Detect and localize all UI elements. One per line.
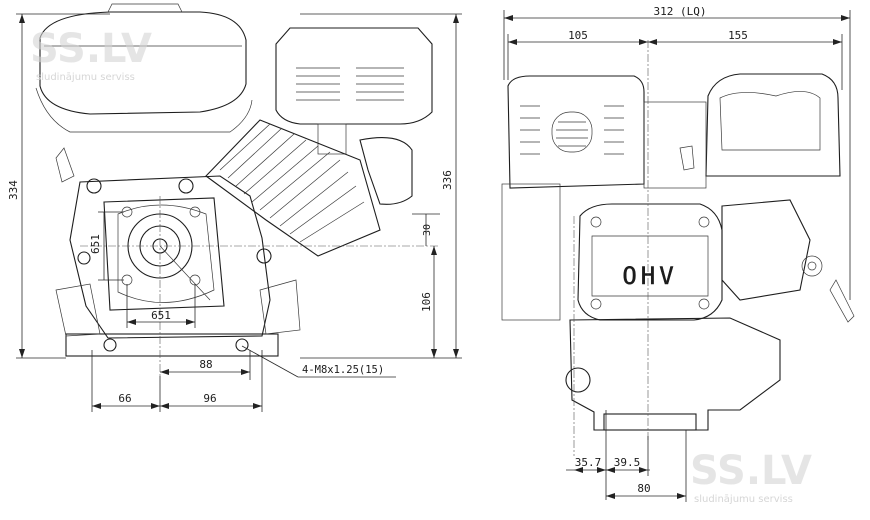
dim-96-label: 96 — [203, 392, 216, 405]
crankcase — [55, 147, 301, 357]
dim-106: 106 — [420, 246, 437, 358]
valve-cover: OHV — [577, 203, 723, 321]
side-view: OHV 312 (LQ) — [501, 5, 855, 502]
carburetor-assembly — [679, 145, 855, 323]
dim-105-label: 105 — [568, 29, 588, 42]
cylinder-fins — [205, 119, 413, 257]
dim-651-vertical-label: 651 — [89, 234, 102, 254]
mount-bolt-note: 4-M8x1.25(15) — [302, 364, 384, 376]
dim-334-label: 334 — [7, 180, 20, 200]
recoil-starter-housing — [501, 75, 645, 321]
watermark-sub-bottom: sludinājumu serviss — [694, 494, 793, 505]
dim-30: 30 — [412, 213, 440, 246]
dim-155-label: 155 — [728, 29, 748, 42]
dim-651-horizontal: 651 — [126, 284, 196, 328]
dim-651-horizontal-label: 651 — [151, 309, 171, 322]
watermark-sub-top: sludinājumu serviss — [36, 72, 135, 83]
dim-106-label: 106 — [420, 292, 433, 312]
mount-bolt-callout: 4-M8x1.25(15) — [241, 345, 396, 378]
dim-312: 312 (LQ) — [503, 5, 851, 300]
side-fuel-tank — [643, 73, 841, 189]
dim-66-label: 66 — [118, 392, 131, 405]
dim-336-label: 336 — [441, 170, 454, 190]
dim-66-96: 66 96 — [91, 350, 263, 412]
dim-105-155: 105 155 — [507, 29, 843, 90]
dim-30-label: 30 — [422, 224, 433, 236]
air-cleaner — [275, 27, 433, 155]
watermark-brand-top: SS.LV — [30, 26, 152, 72]
dim-312-label: 312 (LQ) — [654, 5, 707, 18]
dim-334: 334 — [7, 13, 110, 359]
dim-35-7-label: 35.7 — [575, 456, 602, 469]
dim-80: 80 — [606, 430, 687, 502]
dim-88: 88 — [160, 350, 251, 380]
front-view: 334 336 106 30 651 — [7, 3, 462, 412]
ss-lv-watermark-logo-bottom: SS.LV sludinājumu serviss — [690, 448, 812, 505]
ss-lv-watermark-logo: SS.LV sludinājumu serviss — [30, 26, 152, 83]
dim-651-vertical: 651 — [89, 211, 124, 281]
dim-39-5-label: 39.5 — [614, 456, 641, 469]
watermark-brand-bottom: SS.LV — [690, 448, 812, 494]
dim-80-label: 80 — [637, 482, 650, 495]
dim-35-7-39-5: 35.7 39.5 — [566, 410, 650, 500]
dim-336: 336 — [300, 13, 462, 359]
side-crankcase — [565, 317, 781, 431]
dim-88-label: 88 — [199, 358, 212, 371]
fuel-tank — [35, 3, 253, 133]
ohv-label: OHV — [622, 262, 677, 290]
